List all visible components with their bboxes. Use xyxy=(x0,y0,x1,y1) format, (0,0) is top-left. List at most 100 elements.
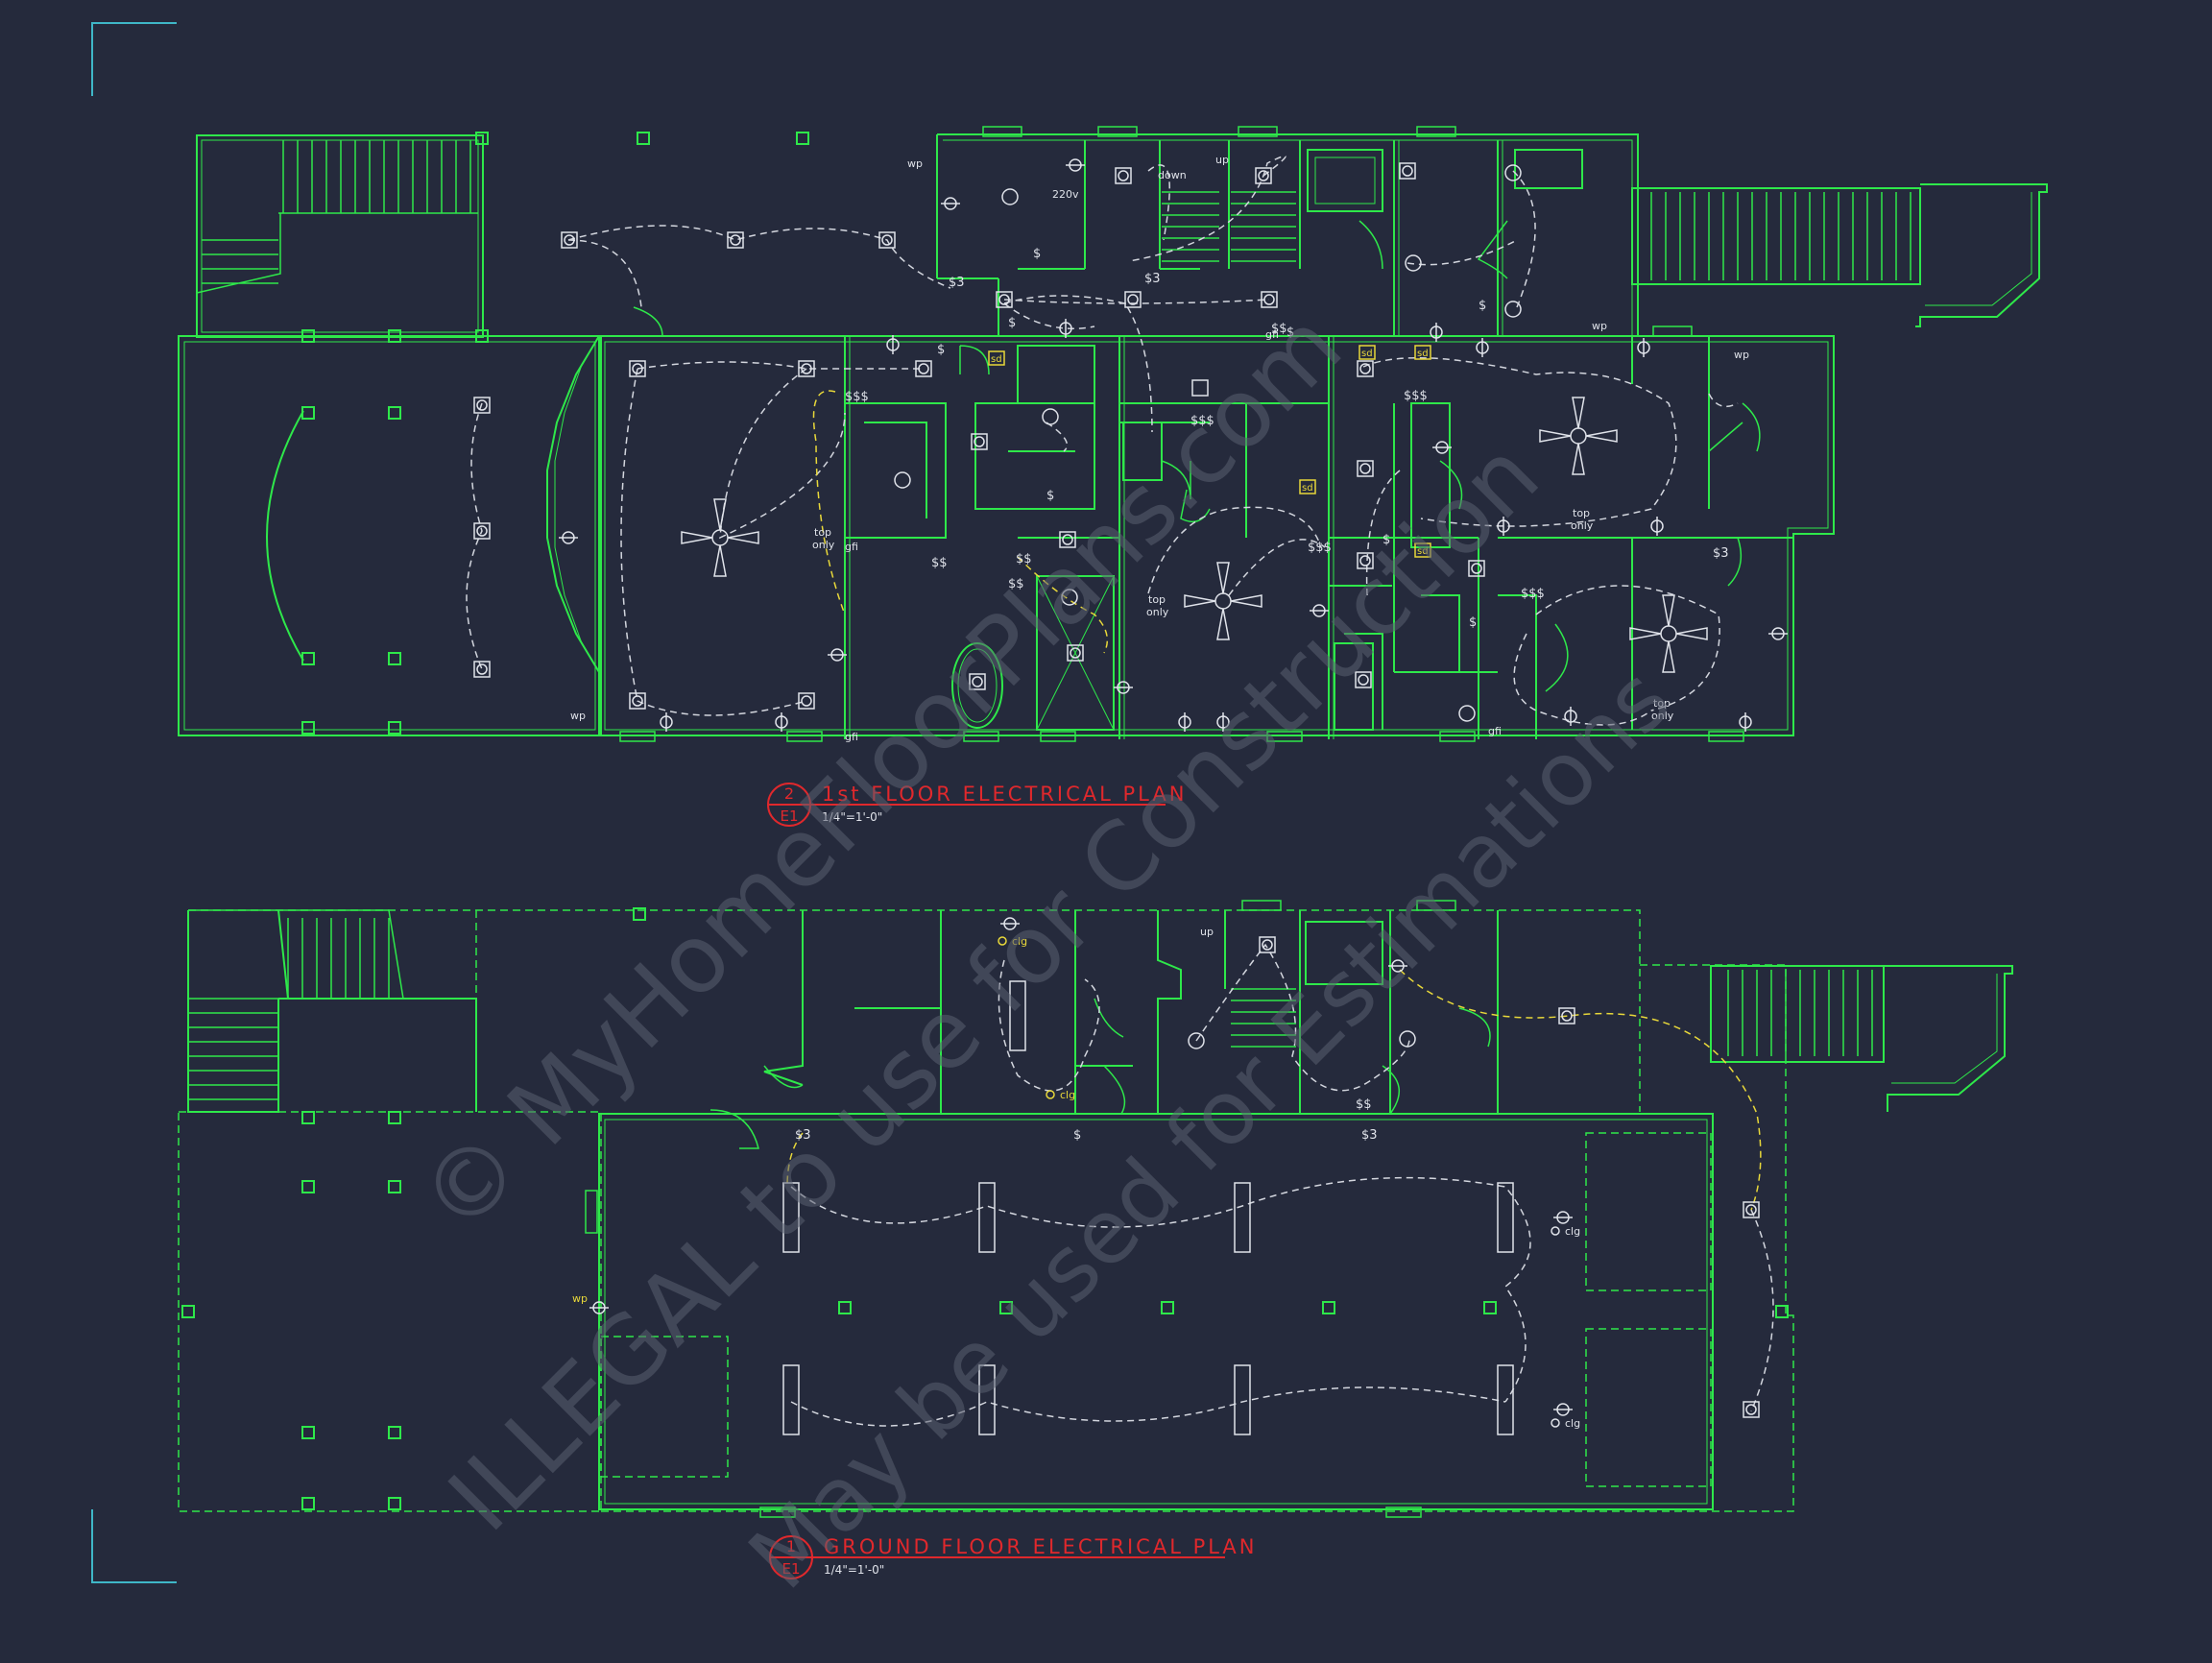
deck-right-landing xyxy=(1915,183,2048,327)
switch-label: $ xyxy=(1479,299,1486,313)
crop-marks xyxy=(91,22,177,1583)
pendant-light xyxy=(1504,301,1522,318)
wiring-first xyxy=(466,155,1739,726)
pendant-light xyxy=(1458,705,1476,722)
recessed-light xyxy=(473,661,491,678)
switch-label: $ xyxy=(1286,325,1294,340)
sheet-number: E1 xyxy=(780,807,798,825)
recessed-light xyxy=(1261,291,1278,308)
ground-deck-right xyxy=(1710,965,1885,1063)
recessed-light xyxy=(1357,460,1374,477)
recessed-light xyxy=(1357,552,1374,569)
only-label: only xyxy=(1146,606,1169,618)
tub xyxy=(951,642,1003,729)
smoke-detectors-first: sd sd sd sd sd xyxy=(988,345,1431,558)
gfi-label: gfi xyxy=(845,541,858,553)
interior-walls-first xyxy=(844,140,1793,739)
outlets-first xyxy=(559,158,1788,732)
sheet-number: E1 xyxy=(781,1560,800,1578)
pendant-light xyxy=(1188,1032,1205,1049)
upper-wing xyxy=(936,133,1639,336)
switch-label: $ xyxy=(1073,1128,1081,1143)
fluorescent-fixture xyxy=(1497,1182,1514,1253)
clg-label: clg xyxy=(1012,935,1027,948)
ceiling-fan-dining xyxy=(1184,562,1262,640)
crop-mark-bottom-left xyxy=(91,1509,177,1583)
switch-label: $ xyxy=(1046,489,1054,503)
garage-outline xyxy=(598,1113,1714,1510)
recessed-light xyxy=(1259,936,1276,953)
deck-right xyxy=(1631,187,1921,285)
switch-label: $$$ xyxy=(1308,541,1332,555)
detail-number: 1 xyxy=(786,1537,796,1555)
switch-label: $$$ xyxy=(1521,587,1545,601)
title-block-first: 2 E1 1st FLOOR ELECTRICAL PLAN 1/4"=1'-0… xyxy=(767,783,1184,827)
recessed-light xyxy=(798,360,815,377)
switch-label: $3 xyxy=(1144,272,1161,286)
pendant-light xyxy=(1042,408,1059,425)
ground-stair-center xyxy=(1231,988,1296,1048)
recessed-light xyxy=(629,360,646,377)
up-label: up xyxy=(1215,154,1229,166)
title-block-ground: 1 E1 GROUND FLOOR ELECTRICAL PLAN 1/4"=1… xyxy=(769,1535,1258,1579)
wiring-ground-yellow xyxy=(786,969,1762,1211)
wp-label: wp xyxy=(570,710,586,722)
switch-label: $$ xyxy=(1016,552,1032,566)
recessed-light xyxy=(1399,162,1416,180)
pendant-light xyxy=(1061,589,1078,606)
labels-first: wp wp wp wp up down 220v gfi gfi gfi gfi… xyxy=(570,154,1749,743)
plan-title: GROUND FLOOR ELECTRICAL PLAN xyxy=(824,1535,1258,1558)
recessed-light xyxy=(727,231,744,249)
fluorescent-fixture xyxy=(1009,980,1026,1051)
top-label: top xyxy=(814,526,831,539)
only-label: only xyxy=(1651,710,1674,722)
switch-label: $3 xyxy=(1361,1128,1378,1143)
shower xyxy=(1036,575,1115,731)
recessed-light xyxy=(629,692,646,710)
first-floor-plan xyxy=(178,126,2048,742)
gfi-label: gfi xyxy=(845,731,858,743)
house-outline-first xyxy=(598,335,1835,736)
labels-ground: clg clg clg clg wp up $3 $ $$ $3 xyxy=(572,926,1580,1430)
fluorescent-fixture xyxy=(1234,1182,1251,1253)
fixtures-ground xyxy=(589,917,1760,1435)
switch-label: $$ xyxy=(1356,1097,1372,1112)
only-label: only xyxy=(812,539,835,551)
plan-scale: 1/4"=1'-0" xyxy=(822,810,882,824)
recessed-light xyxy=(1115,167,1132,184)
switch-label: $ xyxy=(1382,533,1390,547)
switch-label: $ xyxy=(1469,615,1477,630)
stair-center xyxy=(1162,191,1296,262)
top-label: top xyxy=(1148,593,1166,606)
recessed-light xyxy=(1191,379,1209,397)
recessed-light xyxy=(996,291,1013,308)
switch-label: $$$ xyxy=(1404,389,1428,403)
recessed-light xyxy=(798,692,815,710)
recessed-light xyxy=(1468,560,1485,577)
ceiling-fan-bedroom xyxy=(1539,397,1618,475)
recessed-light xyxy=(878,231,896,249)
clg-marker xyxy=(1046,1090,1055,1099)
pendant-light xyxy=(1405,254,1422,272)
switch-label: $$ xyxy=(931,556,948,570)
ground-stair-left xyxy=(188,909,404,1100)
switch-label: $ xyxy=(937,343,945,357)
recessed-light xyxy=(1067,644,1084,662)
wp-label: wp xyxy=(1734,349,1749,361)
top-label: top xyxy=(1653,697,1671,710)
220v-label: 220v xyxy=(1052,188,1079,201)
recessed-light xyxy=(473,522,491,540)
watermark: © MyHomeFloorPlans.com ILLEGAL to use fo… xyxy=(399,292,1690,1609)
fluorescent-fixture xyxy=(1497,1364,1514,1435)
ground-core-walls xyxy=(187,909,1499,1114)
clg-marker xyxy=(998,936,1007,946)
switch-label: $$$ xyxy=(845,390,869,404)
only-label: only xyxy=(1571,519,1594,532)
switch-label: $3 xyxy=(795,1128,811,1143)
wp-label: wp xyxy=(572,1292,588,1305)
switch-label: $ xyxy=(1033,247,1041,261)
ceiling-fan-living xyxy=(681,498,759,577)
pendant-light xyxy=(1504,164,1522,181)
switch-label: $3 xyxy=(949,276,965,290)
